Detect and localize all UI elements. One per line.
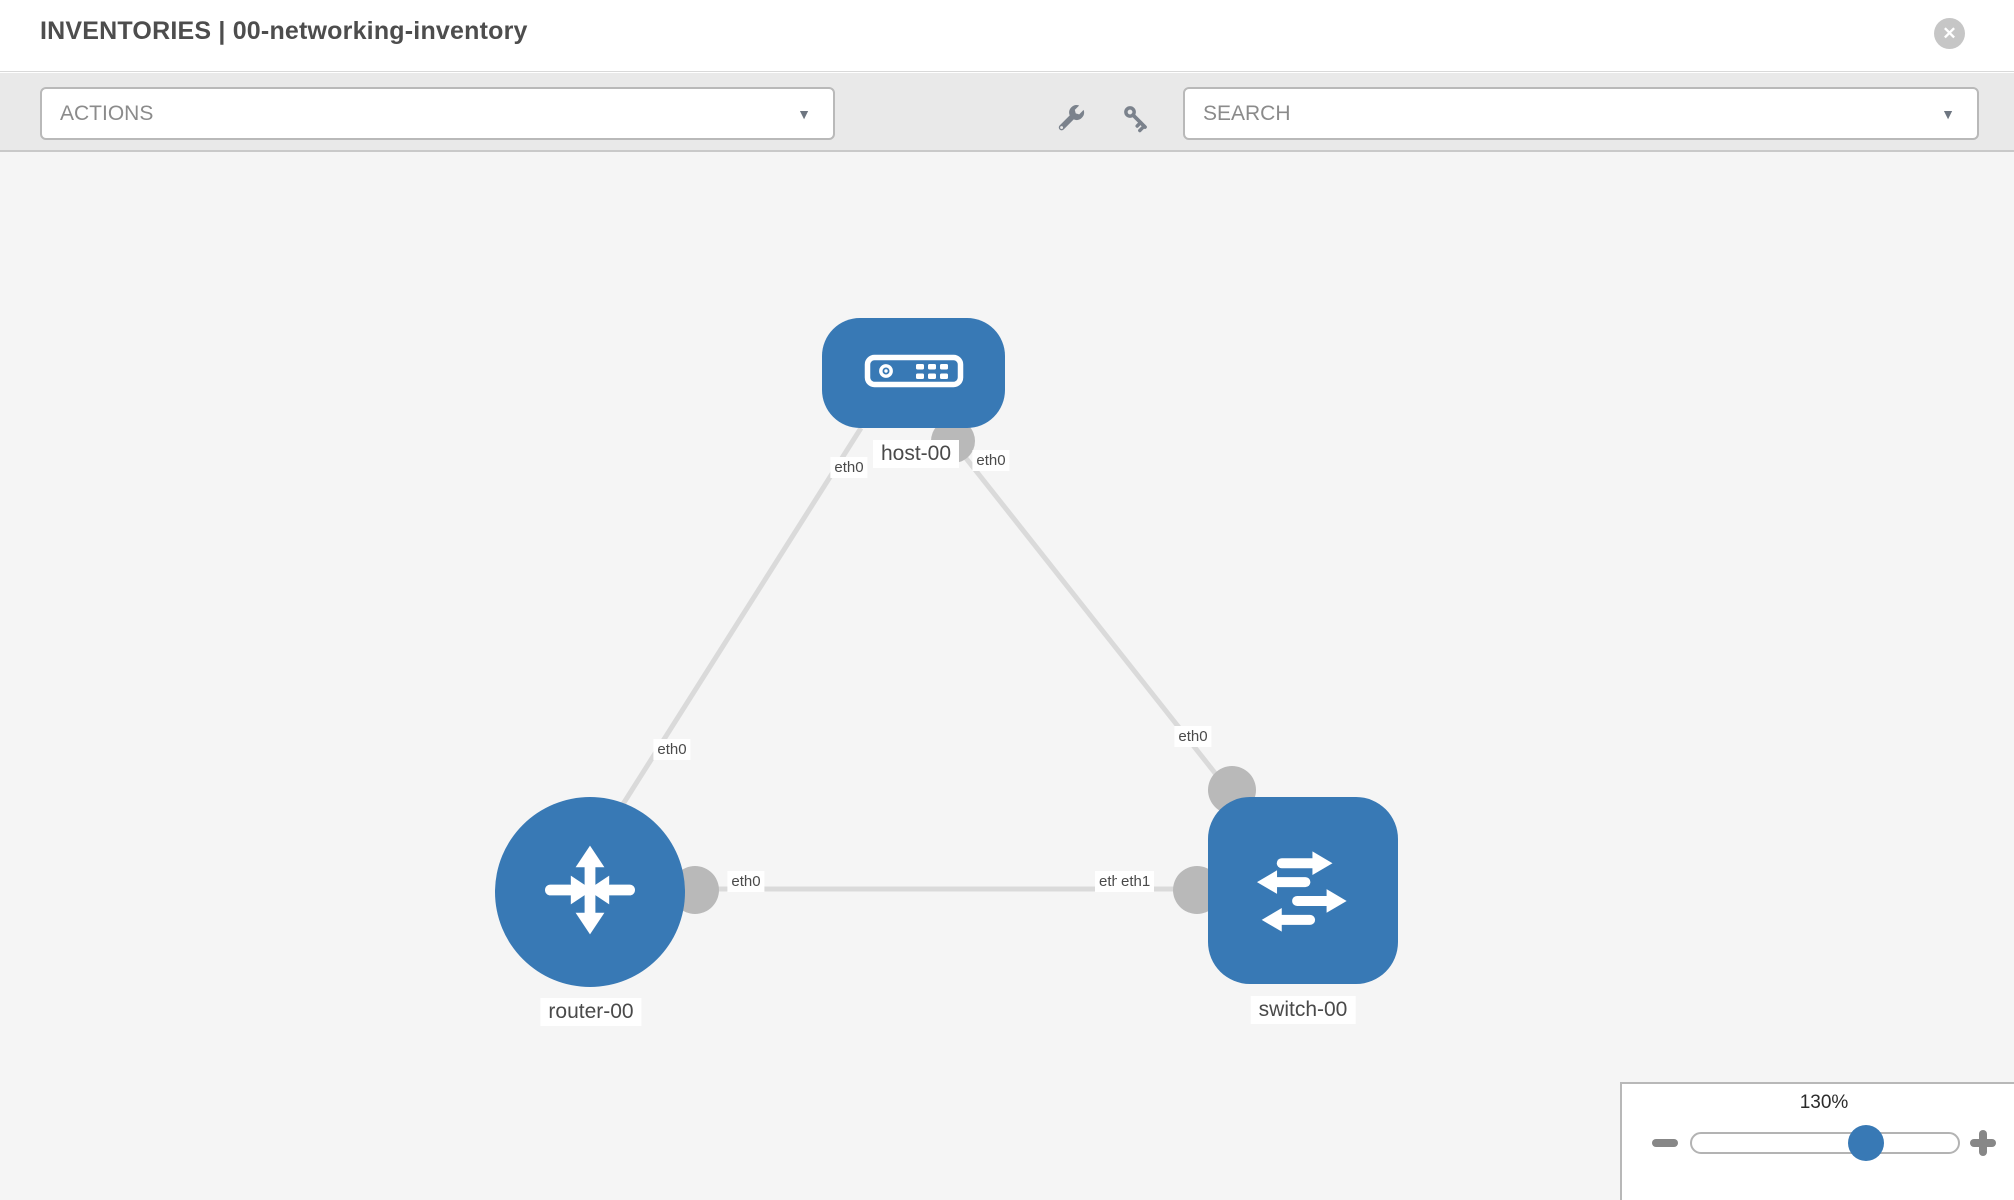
chevron-down-icon: ▼: [797, 105, 811, 122]
iface-label-switch-eth1-horiz: eth1: [1117, 871, 1155, 892]
actions-dropdown-label: ACTIONS: [60, 101, 154, 125]
switch-arrows-icon: [1244, 829, 1362, 952]
iface-label-switch-eth0-diag: eth0: [1174, 726, 1212, 747]
toolbar: ACTIONS ▼ SEARCH ▼: [0, 73, 2014, 152]
zoom-in-button[interactable]: [1970, 1130, 1996, 1156]
node-label-host: host-00: [872, 440, 960, 468]
iface-label-router-eth0-horiz: eth0: [727, 871, 765, 892]
configure-button[interactable]: [1052, 103, 1088, 139]
chevron-down-icon: ▼: [1941, 105, 1955, 122]
iface-label-host-eth0-left: eth0: [830, 457, 868, 478]
actions-dropdown[interactable]: ACTIONS ▼: [40, 87, 835, 140]
credentials-button[interactable]: [1119, 103, 1155, 139]
search-dropdown[interactable]: SEARCH ▼: [1183, 87, 1979, 140]
node-label-router: router-00: [540, 998, 642, 1026]
minus-icon: [1652, 1139, 1678, 1147]
zoom-slider-track[interactable]: [1690, 1132, 1960, 1154]
wrench-icon: [1054, 103, 1086, 140]
key-icon: [1121, 103, 1153, 140]
iface-label-router-eth0-diag: eth0: [653, 739, 691, 760]
topology-canvas[interactable]: host-00 router-00 switch-00 eth0 eth0 et…: [0, 152, 2014, 1200]
node-host-00[interactable]: [822, 318, 1005, 428]
zoom-control-panel: 130%: [1620, 1082, 2014, 1200]
window-header: INVENTORIES | 00-networking-inventory ✕: [0, 0, 2014, 72]
page-title: INVENTORIES | 00-networking-inventory: [40, 17, 528, 45]
server-icon: [864, 354, 964, 393]
iface-label-host-eth0-right: eth0: [972, 450, 1010, 471]
zoom-out-button[interactable]: [1652, 1139, 1678, 1147]
topology-links-layer: [615, 419, 1256, 914]
node-switch-00[interactable]: [1208, 797, 1398, 984]
zoom-level-value: 130%: [1799, 1092, 1849, 1113]
router-arrows-icon: [530, 830, 650, 955]
zoom-slider-thumb[interactable]: [1848, 1125, 1884, 1161]
node-label-switch: switch-00: [1250, 996, 1356, 1024]
close-icon[interactable]: ✕: [1934, 18, 1965, 49]
search-placeholder: SEARCH: [1203, 101, 1291, 125]
node-router-00[interactable]: [495, 797, 685, 987]
